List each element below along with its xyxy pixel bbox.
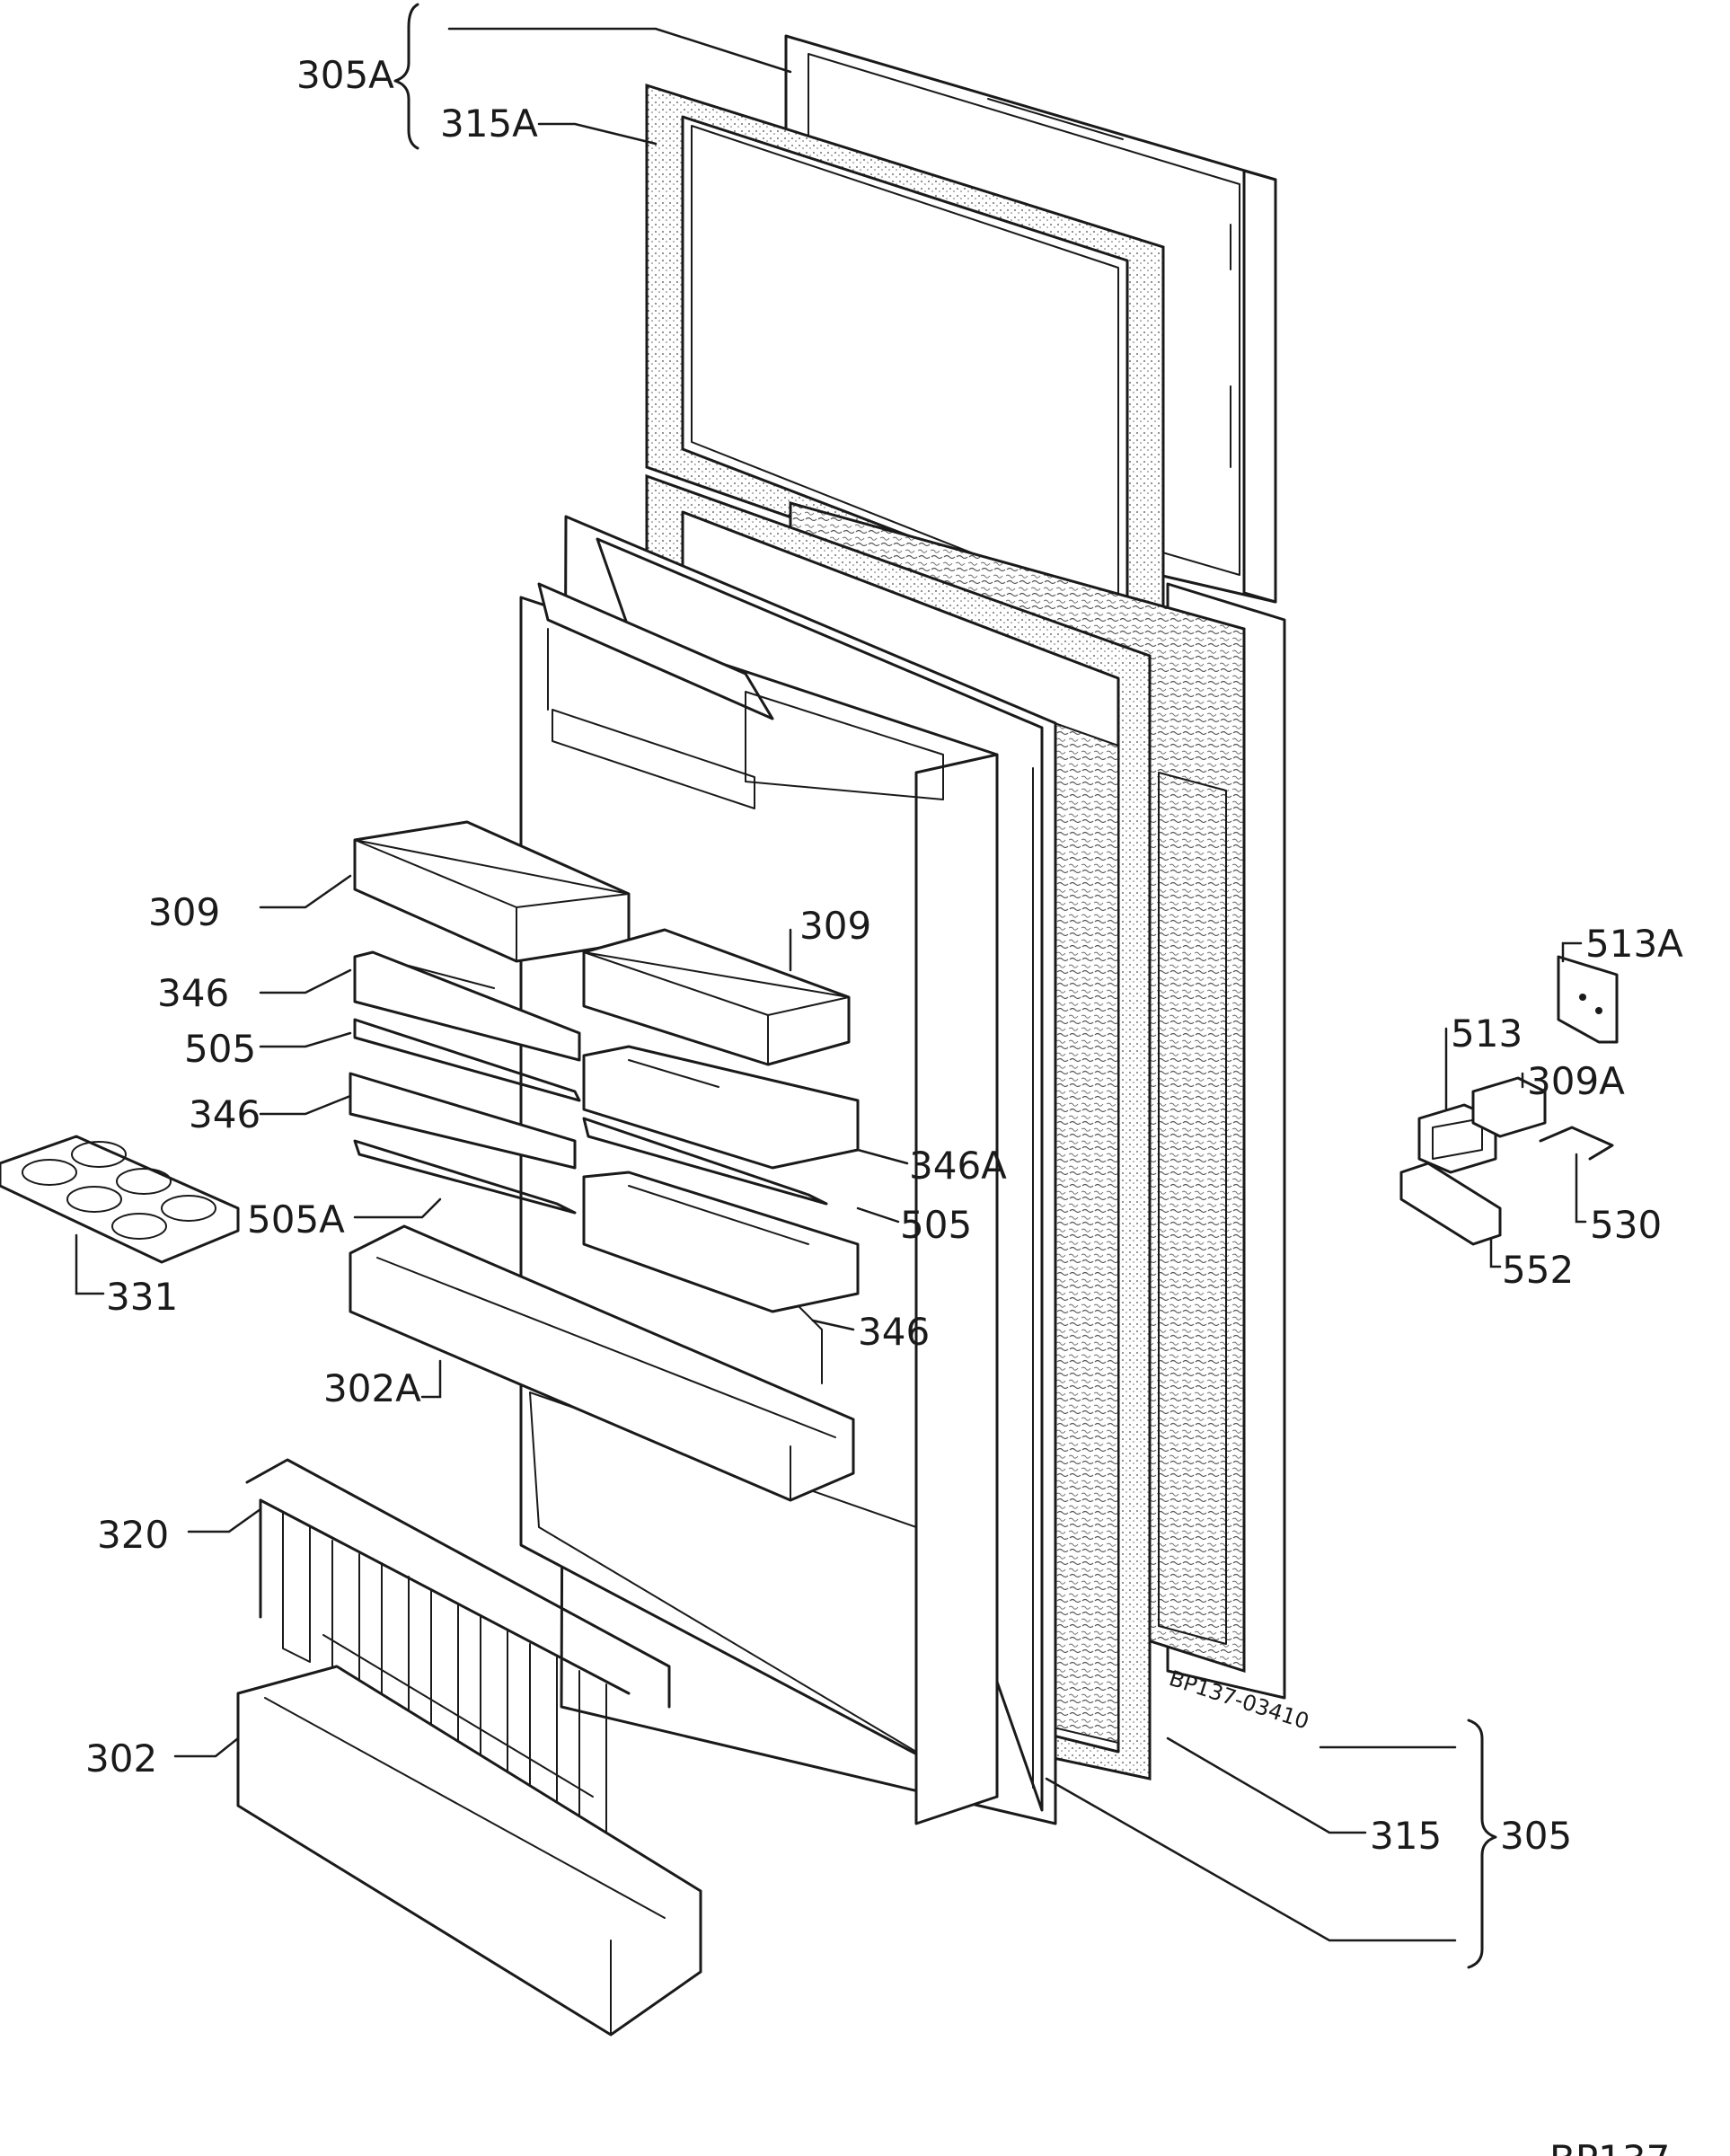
sheet-reference: BP137: [1549, 2137, 1670, 2156]
callout-labels: 305A 315A 309 309 346 505 346 505A 331 3…: [85, 53, 1683, 1858]
label-309-left: 309: [148, 890, 220, 934]
leader-lines: [75, 3, 1587, 1969]
freezer-door-gasket: [645, 83, 1165, 649]
label-552: 552: [1502, 1248, 1574, 1292]
label-530: 530: [1590, 1203, 1662, 1247]
label-346-first: 346: [157, 971, 229, 1015]
label-346-third: 346: [858, 1310, 930, 1354]
spring-rail-left: [353, 1018, 581, 1102]
egg-tray: [0, 1135, 240, 1264]
dairy-compartment-tray-left: [353, 950, 581, 1062]
label-505-first: 505: [184, 1027, 256, 1071]
fridge-door-inner-liner: [519, 515, 1057, 1825]
spring-rail-lower-left: [353, 1139, 577, 1215]
label-505A: 505A: [247, 1197, 345, 1241]
label-315A: 315A: [440, 102, 538, 146]
label-309-right: 309: [799, 904, 871, 948]
label-320: 320: [97, 1513, 169, 1557]
label-305A: 305A: [296, 53, 394, 97]
bottle-shelf-right: [582, 1171, 860, 1313]
label-513A: 513A: [1585, 922, 1683, 966]
hinge-bracket: [1557, 955, 1619, 1044]
label-346-second: 346: [189, 1092, 260, 1136]
label-305: 305: [1500, 1814, 1572, 1858]
label-513: 513: [1451, 1012, 1523, 1056]
label-346A: 346A: [909, 1144, 1007, 1188]
spring-rail-right: [582, 1117, 828, 1206]
wire-bottle-rack: [245, 1458, 671, 1847]
label-309A: 309A: [1527, 1059, 1625, 1103]
handle-mount: [1471, 1076, 1547, 1138]
bottle-shelf-upper-left: [349, 1072, 577, 1170]
label-315: 315: [1370, 1814, 1442, 1858]
door-shelf-long: [349, 1224, 855, 1502]
label-505-second: 505: [900, 1203, 972, 1247]
label-302A: 302A: [323, 1366, 421, 1410]
label-302: 302: [85, 1736, 157, 1780]
handle-grip: [1399, 1162, 1502, 1246]
bottle-bin-bottom: [236, 1665, 702, 2037]
label-331: 331: [106, 1275, 178, 1319]
dairy-compartment-lid-right: [582, 928, 851, 1066]
handle-spring-clip: [1539, 1126, 1614, 1161]
